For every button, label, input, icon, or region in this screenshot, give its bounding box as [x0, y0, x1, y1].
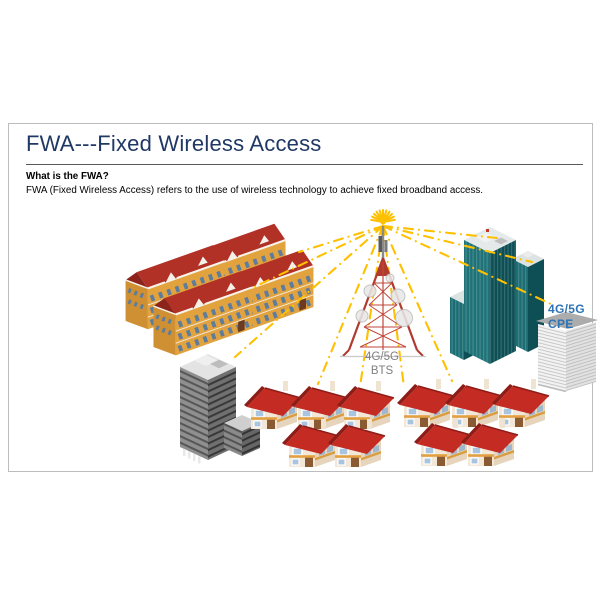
body-text: FWA (Fixed Wireless Access) refers to th…: [26, 185, 484, 196]
bts-label: 4G/5G BTS: [350, 351, 414, 378]
title-divider: [26, 164, 583, 165]
skyscrapers-icon: [450, 227, 544, 364]
page-title: FWA---Fixed Wireless Access: [26, 131, 322, 156]
cpe-label: 4G/5G CPE: [548, 302, 585, 332]
bts-label-line1: 4G/5G: [365, 351, 399, 363]
cpe-label-line2: CPE: [548, 317, 574, 331]
signal-lines: [233, 224, 555, 389]
houses-cluster-left: [243, 380, 395, 468]
cpe-device-icon: [536, 312, 598, 393]
apartment-complex-icon: [126, 224, 314, 356]
house-icon: [336, 380, 395, 430]
houses-cluster-right: [396, 378, 550, 467]
bts-label-line2: BTS: [370, 364, 394, 377]
signal-burst-icon: [370, 208, 396, 225]
office-building-icon: [180, 354, 260, 464]
cpe-label-line1: 4G/5G: [548, 302, 585, 316]
radio-tower-icon: [340, 226, 426, 358]
question-heading: What is the FWA?: [26, 171, 109, 182]
